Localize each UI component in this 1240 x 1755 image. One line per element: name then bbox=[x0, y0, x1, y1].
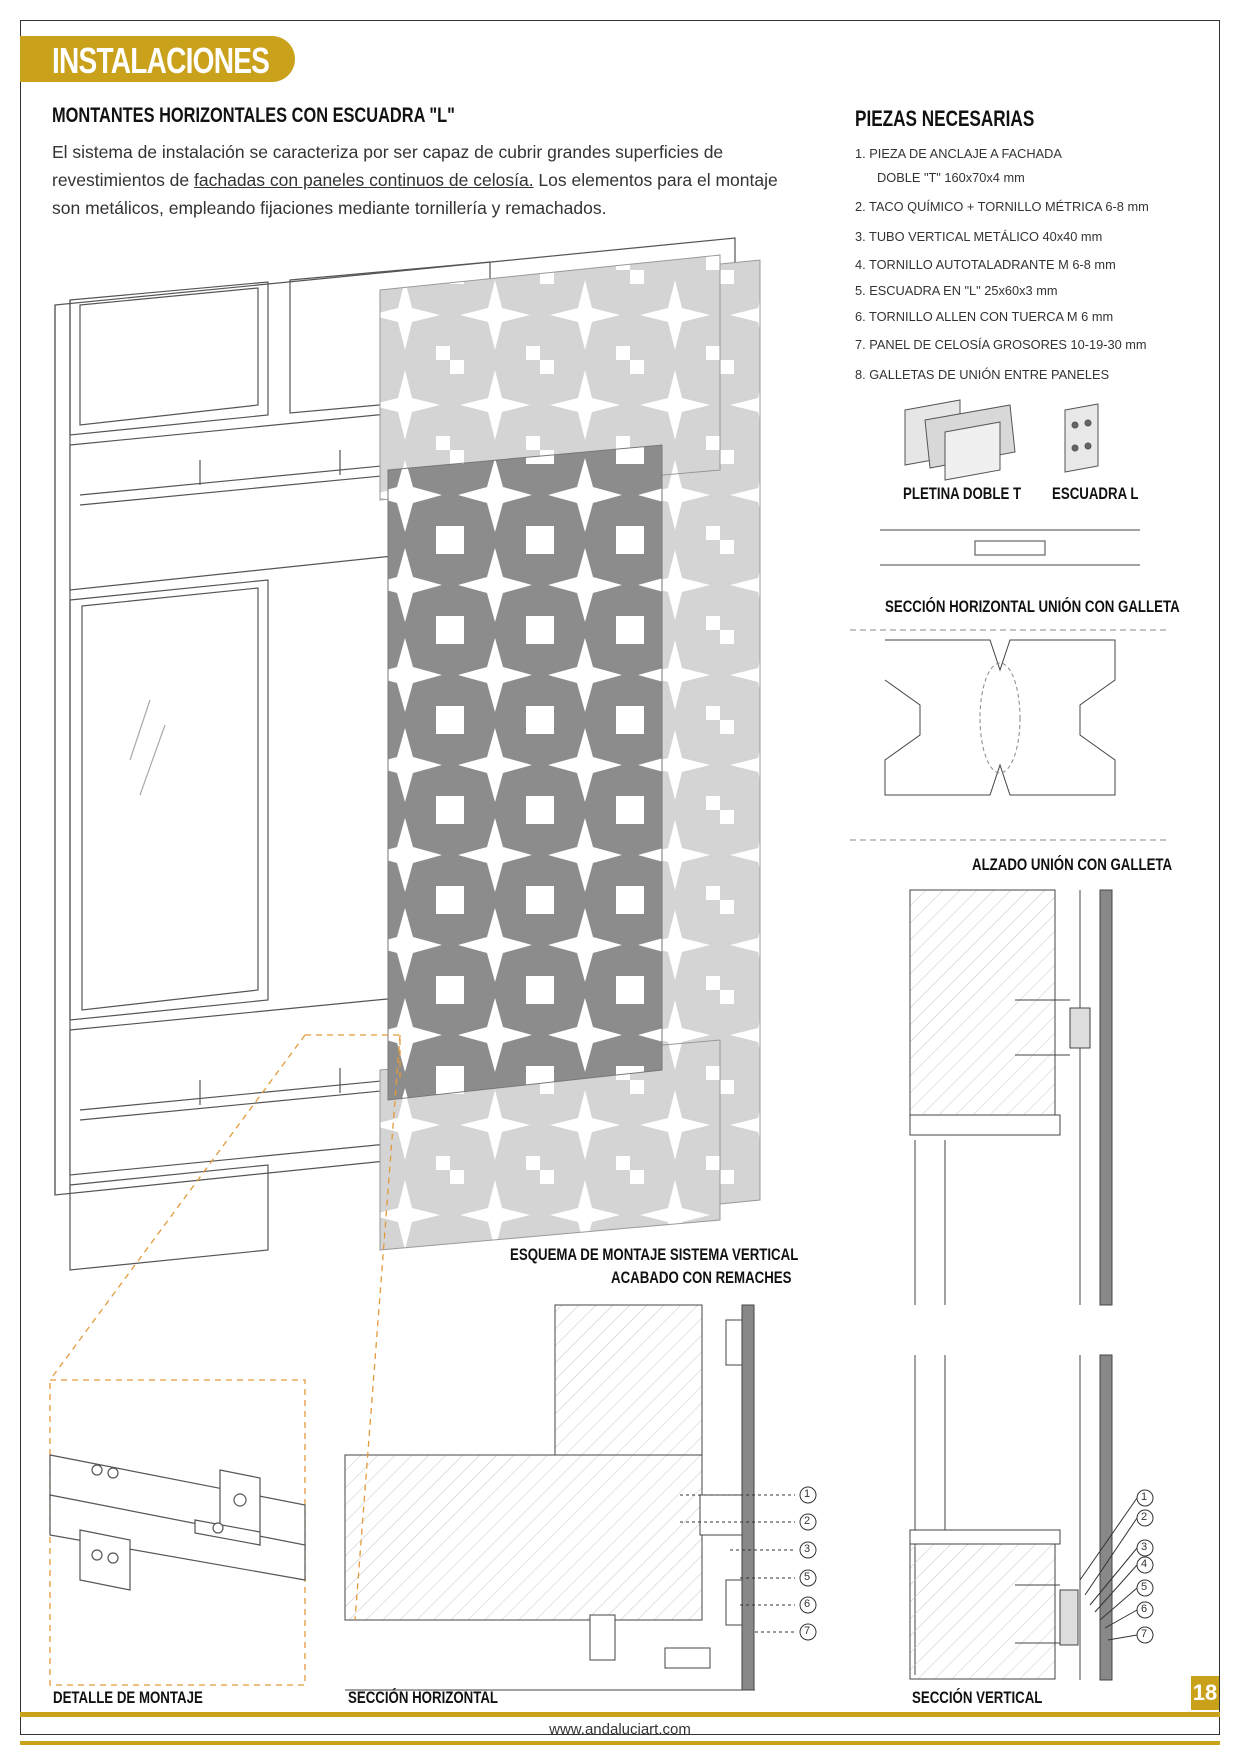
list-item: 6. TORNILLO ALLEN CON TUERCA M 6 mm bbox=[855, 309, 1114, 324]
lattice-panel-light bbox=[379, 254, 761, 1251]
list-item: 3. TUBO VERTICAL METÁLICO 40x40 mm bbox=[855, 229, 1103, 244]
horizontal-section bbox=[344, 1304, 755, 1691]
list-item: 1. PIEZA DE ANCLAJE A FACHADA bbox=[855, 146, 1062, 161]
label-seccion-horizontal: SECCIÓN HORIZONTAL bbox=[348, 1688, 499, 1707]
galleta-horizontal-section bbox=[880, 529, 1140, 566]
section-title: INSTALACIONES bbox=[52, 40, 270, 81]
label-detalle: DETALLE DE MONTAJE bbox=[53, 1688, 203, 1707]
section-banner: INSTALACIONES bbox=[20, 36, 295, 82]
list-item: 5. ESCUADRA EN "L" 25x60x3 mm bbox=[855, 283, 1058, 298]
footer-rule-bottom bbox=[20, 1741, 1220, 1745]
label-escuadra: ESCUADRA L bbox=[1052, 484, 1139, 503]
escuadra-l-icon bbox=[1064, 403, 1099, 473]
pieces-heading: PIEZAS NECESARIAS bbox=[855, 106, 1035, 131]
list-item: DOBLE "T" 160x70x4 mm bbox=[877, 170, 1025, 185]
pletina-doble-t-icon bbox=[904, 399, 1016, 481]
page-number: 18 bbox=[1191, 1676, 1219, 1710]
list-item: 8. GALLETAS DE UNIÓN ENTRE PANELES bbox=[855, 367, 1110, 382]
label-pletina: PLETINA DOBLE T bbox=[903, 484, 1022, 503]
label-seccion-vertical: SECCIÓN VERTICAL bbox=[912, 1688, 1043, 1707]
list-item: 2. TACO QUÍMICO + TORNILLO MÉTRICA 6-8 m… bbox=[855, 199, 1149, 214]
intro-paragraph: El sistema de instalación se caracteriza… bbox=[52, 142, 778, 218]
list-item: 7. PANEL DE CELOSÍA GROSORES 10-19-30 mm bbox=[855, 337, 1147, 352]
list-item: 4. TORNILLO AUTOTALADRANTE M 6-8 mm bbox=[855, 257, 1116, 272]
vertical-section-upper bbox=[909, 889, 1113, 1306]
galleta-elevation bbox=[850, 629, 1170, 841]
lattice-panel-dark bbox=[387, 444, 663, 1101]
footer-rule bbox=[20, 1712, 1220, 1717]
assembly-detail bbox=[49, 1034, 401, 1686]
intro-heading: MONTANTES HORIZONTALES CON ESCUADRA "L" bbox=[52, 104, 455, 127]
label-alzado-galleta: ALZADO UNIÓN CON GALLETA bbox=[972, 855, 1173, 874]
label-seccion-horizontal-galleta: SECCIÓN HORIZONTAL UNIÓN CON GALLETA bbox=[885, 597, 1180, 616]
vertical-section-lower bbox=[909, 1354, 1113, 1681]
page-frame bbox=[20, 20, 1220, 1735]
callouts-horizontal bbox=[680, 1486, 1154, 1644]
label-esquema-2: ACABADO CON REMACHES bbox=[611, 1268, 792, 1287]
label-esquema-1: ESQUEMA DE MONTAJE SISTEMA VERTICAL bbox=[510, 1245, 799, 1264]
facade-link-text: fachadas con paneles continuos de celosí… bbox=[194, 170, 534, 190]
footer-url: www.andaluciart.com bbox=[549, 1721, 691, 1738]
